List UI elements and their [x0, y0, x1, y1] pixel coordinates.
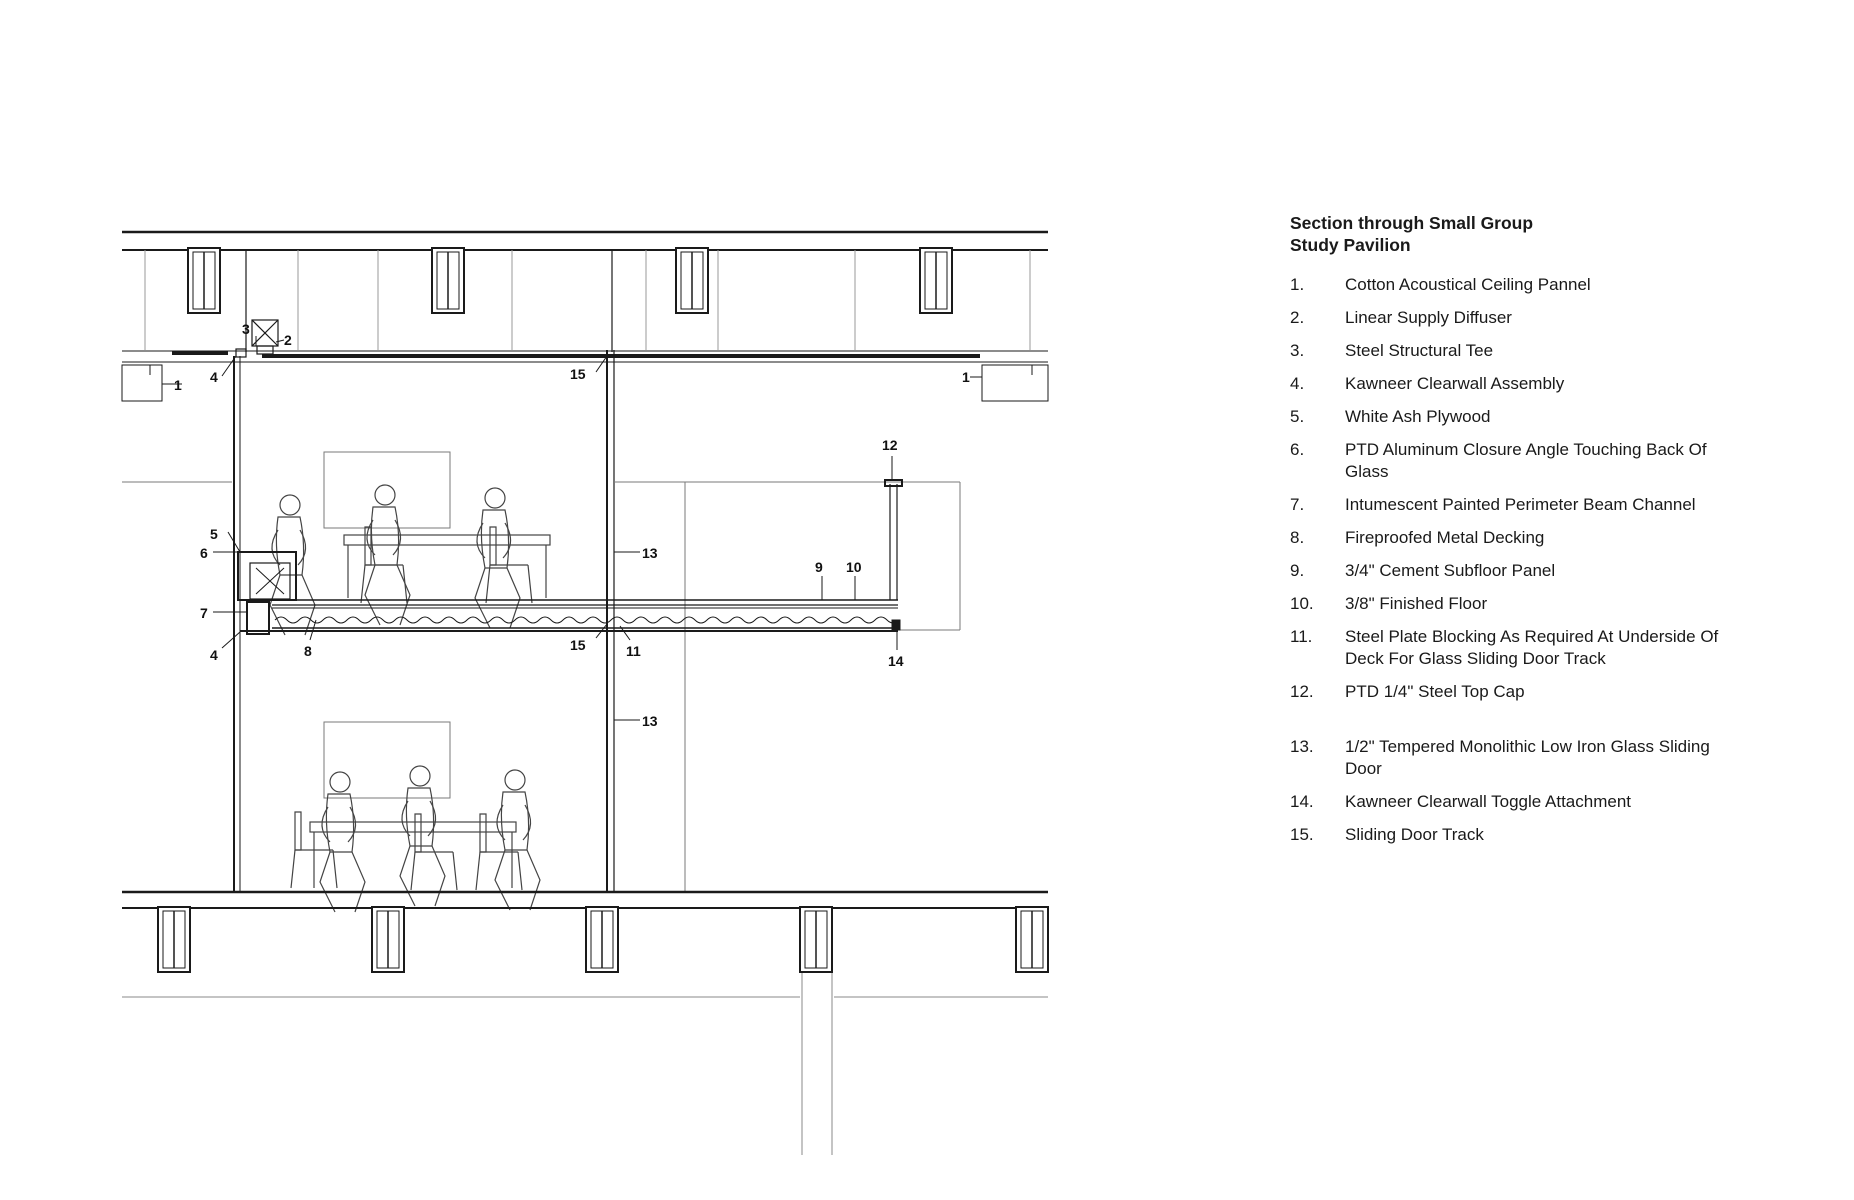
top-slab [122, 230, 1048, 251]
legend-text: Kawneer Clearwall Toggle Attachment [1345, 792, 1632, 811]
legend-number: 1. [1290, 275, 1305, 294]
legend-number: 14. [1290, 792, 1314, 811]
legend-text: 1/2" Tempered Monolithic Low Iron Glass … [1345, 737, 1710, 778]
callout-9: 9 [815, 559, 823, 575]
legend-number: 9. [1290, 561, 1305, 580]
supply-diffuser [235, 319, 279, 358]
legend-number: 4. [1290, 374, 1305, 393]
callout-11: 11 [626, 643, 641, 659]
ceiling-line [121, 350, 1049, 402]
legend-item: 6. PTD Aluminum Closure Angle Touching Ba… [1290, 439, 1750, 483]
callout-5: 5 [210, 526, 218, 542]
legend-item: 10. 3/8" Finished Floor [1290, 593, 1750, 615]
legend-text: PTD Aluminum Closure Angle Touching Back… [1345, 440, 1707, 481]
legend-text: 3/8" Finished Floor [1345, 594, 1488, 613]
callout-1-left: 1 [174, 377, 182, 393]
legend-item: 9. 3/4" Cement Subfloor Panel [1290, 560, 1750, 582]
legend-text: Steel Plate Blocking As Required At Unde… [1345, 627, 1719, 668]
legend: Section through Small Group Study Pavili… [1290, 212, 1750, 857]
legend-item: 3. Steel Structural Tee [1290, 340, 1750, 362]
legend-item: 5. White Ash Plywood [1290, 406, 1750, 428]
legend-number: 7. [1290, 495, 1305, 514]
callout-6: 6 [200, 545, 208, 561]
callout-13-bottom: 13 [642, 713, 658, 729]
legend-number: 15. [1290, 825, 1314, 844]
legend-number: 6. [1290, 440, 1305, 459]
legend-text: Intumescent Painted Perimeter Beam Chann… [1345, 495, 1696, 514]
legend-text: Steel Structural Tee [1345, 341, 1494, 360]
pavilion-walls [233, 350, 615, 892]
legend-item: 13. 1/2" Tempered Monolithic Low Iron Gla… [1290, 736, 1750, 780]
upper-people [269, 484, 521, 636]
upper-furniture [343, 526, 551, 604]
callout-10: 10 [846, 559, 862, 575]
legend-text: White Ash Plywood [1345, 407, 1491, 426]
plenum-lines [144, 250, 1031, 350]
legend-text: Sliding Door Track [1345, 825, 1484, 844]
callout-15-top: 15 [570, 366, 586, 382]
callout-8: 8 [304, 643, 312, 659]
legend-item: 4. Kawneer Clearwall Assembly [1290, 373, 1750, 395]
callout-4-top: 4 [210, 369, 218, 385]
legend-item: 14. Kawneer Clearwall Toggle Attachment [1290, 791, 1750, 813]
legend-number: 3. [1290, 341, 1305, 360]
lower-people [319, 765, 541, 913]
legend-title: Section through Small Group Study Pavili… [1290, 213, 1534, 255]
legend-item: 1. Cotton Acoustical Ceiling Pannel [1290, 274, 1750, 296]
bottom-beams [157, 906, 1049, 973]
callout-12: 12 [882, 437, 898, 453]
legend-item: 7. Intumescent Painted Perimeter Beam Cha… [1290, 494, 1750, 516]
upper-floor-deck [237, 479, 903, 635]
top-beams [187, 247, 953, 314]
legend-text: Fireproofed Metal Decking [1345, 528, 1545, 547]
lower-furniture [290, 811, 523, 891]
legend-item: 11. Steel Plate Blocking As Required At U… [1290, 626, 1750, 670]
legend-item: 15. Sliding Door Track [1290, 824, 1750, 846]
legend-text: Cotton Acoustical Ceiling Pannel [1345, 275, 1591, 294]
legend-number: 2. [1290, 308, 1305, 327]
legend-number: 12. [1290, 682, 1314, 701]
callout-7: 7 [200, 605, 208, 621]
legend-text: 3/4" Cement Subfloor Panel [1345, 561, 1556, 580]
callout-2: 2 [284, 332, 292, 348]
legend-text: PTD 1/4" Steel Top Cap [1345, 682, 1525, 701]
legend-number: 11. [1290, 627, 1313, 646]
legend-item: 2. Linear Supply Diffuser [1290, 307, 1750, 329]
callout-4-bottom: 4 [210, 647, 218, 663]
legend-item: 12. PTD 1/4" Steel Top Cap [1290, 681, 1750, 703]
callout-14: 14 [888, 653, 904, 669]
legend-number: 5. [1290, 407, 1305, 426]
callout-leaders [162, 336, 982, 721]
legend-number: 13. [1290, 737, 1314, 756]
legend-number: 10. [1290, 594, 1314, 613]
callout-1-right: 1 [962, 369, 970, 385]
callout-3: 3 [242, 321, 250, 337]
legend-text: Linear Supply Diffuser [1345, 308, 1512, 327]
hanger-rods [245, 250, 613, 352]
metal-decking [274, 616, 900, 624]
legend-item: 8. Fireproofed Metal Decking [1290, 527, 1750, 549]
legend-number: 8. [1290, 528, 1305, 547]
legend-list: 1. Cotton Acoustical Ceiling Pannel 2. Lin… [1290, 274, 1750, 846]
background-elements [122, 451, 961, 892]
legend-text: Kawneer Clearwall Assembly [1345, 374, 1565, 393]
callout-15-bottom: 15 [570, 637, 586, 653]
callout-13-top: 13 [642, 545, 658, 561]
